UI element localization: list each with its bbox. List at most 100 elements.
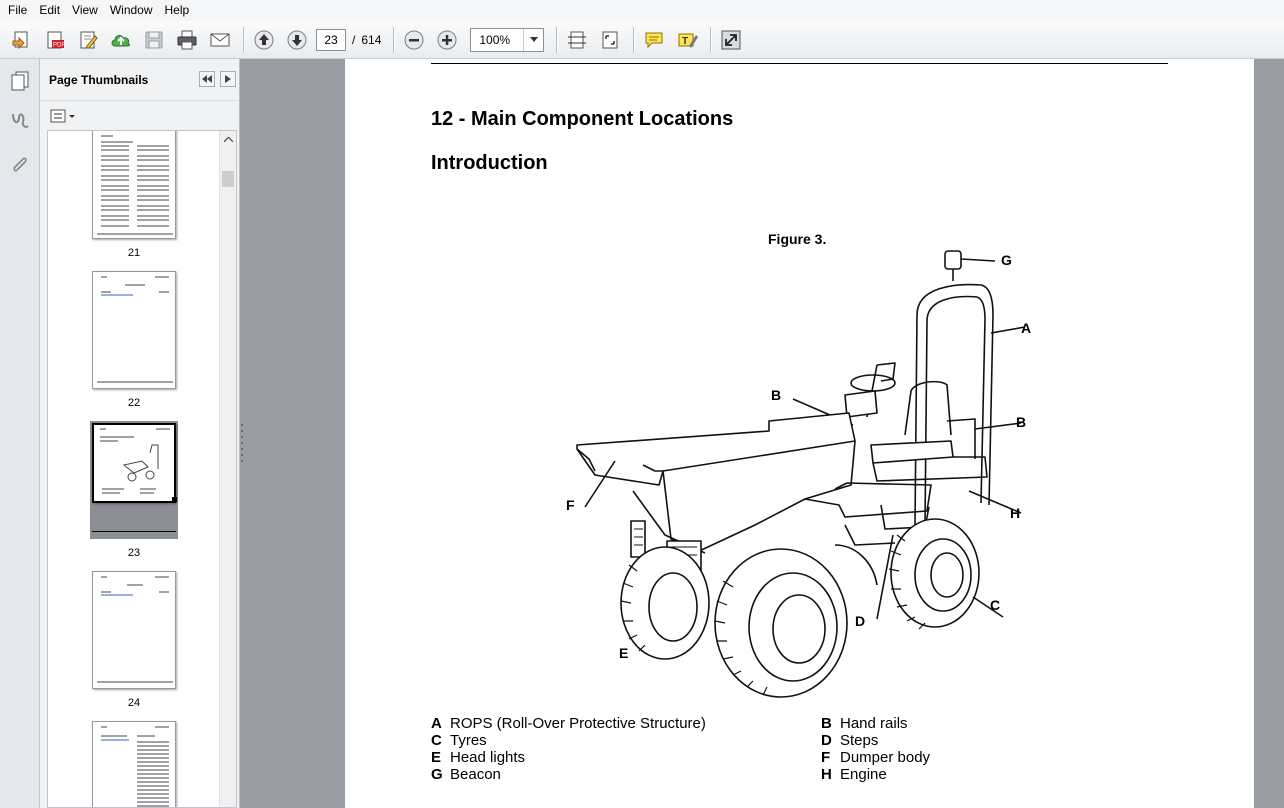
pdf-file-icon: PDF [47,31,65,48]
envelope-icon [210,33,230,46]
toolbar-separator [393,26,395,53]
dumper-illustration [576,250,1026,698]
zoom-out-button[interactable] [400,26,428,54]
paperclip-icon [13,157,27,172]
section-subheading: Introduction [431,152,548,174]
panel-next-button[interactable] [220,71,236,87]
viewport-handle[interactable] [172,497,177,502]
page-preview [97,135,173,235]
svg-text:PDF: PDF [53,42,65,48]
create-pdf-button[interactable] [8,26,36,54]
thumbnail-options-button[interactable] [50,107,76,125]
open-pdf-button[interactable]: PDF [41,26,69,54]
edit-button[interactable] [74,26,102,54]
page-thumbnails-tab[interactable] [6,67,34,95]
pencil-document-icon [80,31,98,48]
attachments-tab[interactable] [6,151,34,179]
menu-bar: File Edit View Window Help [0,0,1284,21]
signatures-tab[interactable] [6,107,34,135]
total-pages: 614 [361,32,382,47]
callout-a: A [1021,320,1032,336]
page-separator: / [352,32,356,47]
svg-text:T: T [682,36,688,47]
menu-view[interactable]: View [72,3,98,17]
next-page-button[interactable] [283,26,311,54]
callout-b-left: B [771,387,782,403]
toolbar: PDF / 614 T [0,21,1284,59]
zoom-in-icon [437,30,457,49]
fit-page-button[interactable] [596,26,624,54]
fit-width-icon [568,31,587,48]
chevron-right-icon [225,75,231,83]
collapse-panel-button[interactable] [199,71,215,87]
highlight-button[interactable]: T [673,26,701,54]
page-preview [100,428,170,494]
callout-h: H [1010,505,1021,521]
callout-e: E [619,645,629,661]
page-preview [101,726,169,807]
menu-edit[interactable]: Edit [39,3,61,17]
zoom-dropdown[interactable] [523,28,543,51]
scroll-up-button[interactable] [220,131,236,148]
signature-icon [12,113,29,128]
full-screen-button[interactable] [717,26,745,54]
zoom-select[interactable] [470,27,545,52]
pdf-page: 12 - Main Component Locations Introducti… [345,59,1254,808]
comment-button[interactable] [640,26,668,54]
highlighter-icon: T [678,33,699,48]
zoom-input[interactable] [471,28,524,51]
cloud-upload-icon [111,34,131,46]
thumbnail-page-current[interactable] [92,423,176,503]
thumbnail-label: 22 [127,397,141,409]
previous-page-button[interactable] [250,26,278,54]
fit-width-button[interactable] [563,26,591,54]
fit-page-icon [602,31,618,48]
zoom-in-button[interactable] [433,26,461,54]
callout-c: C [990,597,1001,613]
email-button[interactable] [206,26,234,54]
print-button[interactable] [173,26,201,54]
menu-help[interactable]: Help [164,3,190,17]
document-viewport[interactable]: 12 - Main Component Locations Introducti… [240,59,1284,808]
thumbnail-label: 23 [127,547,141,559]
toolbar-separator [710,26,712,53]
toolbar-separator [556,26,558,53]
create-pdf-icon [12,31,28,49]
panel-header: Page Thumbnails [40,59,239,101]
save-button[interactable] [140,26,168,54]
printer-icon [177,30,197,49]
callout-d: D [855,613,866,629]
thumbnail-list[interactable]: 21 22 [47,130,237,808]
page-number-input[interactable] [316,28,346,51]
scroll-thumb[interactable] [222,171,234,187]
arrow-down-icon [287,30,307,49]
thumbnail-page[interactable] [92,721,176,807]
thumbnails-panel: Page Thumbnails [40,59,240,808]
expand-icon [721,30,741,49]
page-preview [97,276,173,383]
callout-b-right: B [1016,414,1027,430]
menu-file[interactable]: File [8,3,28,17]
panel-resize-handle[interactable] [240,420,244,470]
thumbnail-page[interactable] [92,571,176,689]
toolbar-separator [243,26,244,53]
menu-window[interactable]: Window [109,3,153,17]
callout-g: G [1001,252,1012,268]
thumbnail-page[interactable] [92,271,176,389]
thumbnail-page[interactable] [92,131,176,239]
thumbnail-scrollbar[interactable] [219,131,236,807]
arrow-up-icon [254,30,274,49]
upload-button[interactable] [107,26,135,54]
toolbar-separator [633,26,635,53]
section-heading: 12 - Main Component Locations [431,108,734,130]
header-rule [431,63,1168,64]
callout-f: F [566,497,575,513]
chevron-down-icon [529,37,538,42]
grip-icon [241,424,243,462]
